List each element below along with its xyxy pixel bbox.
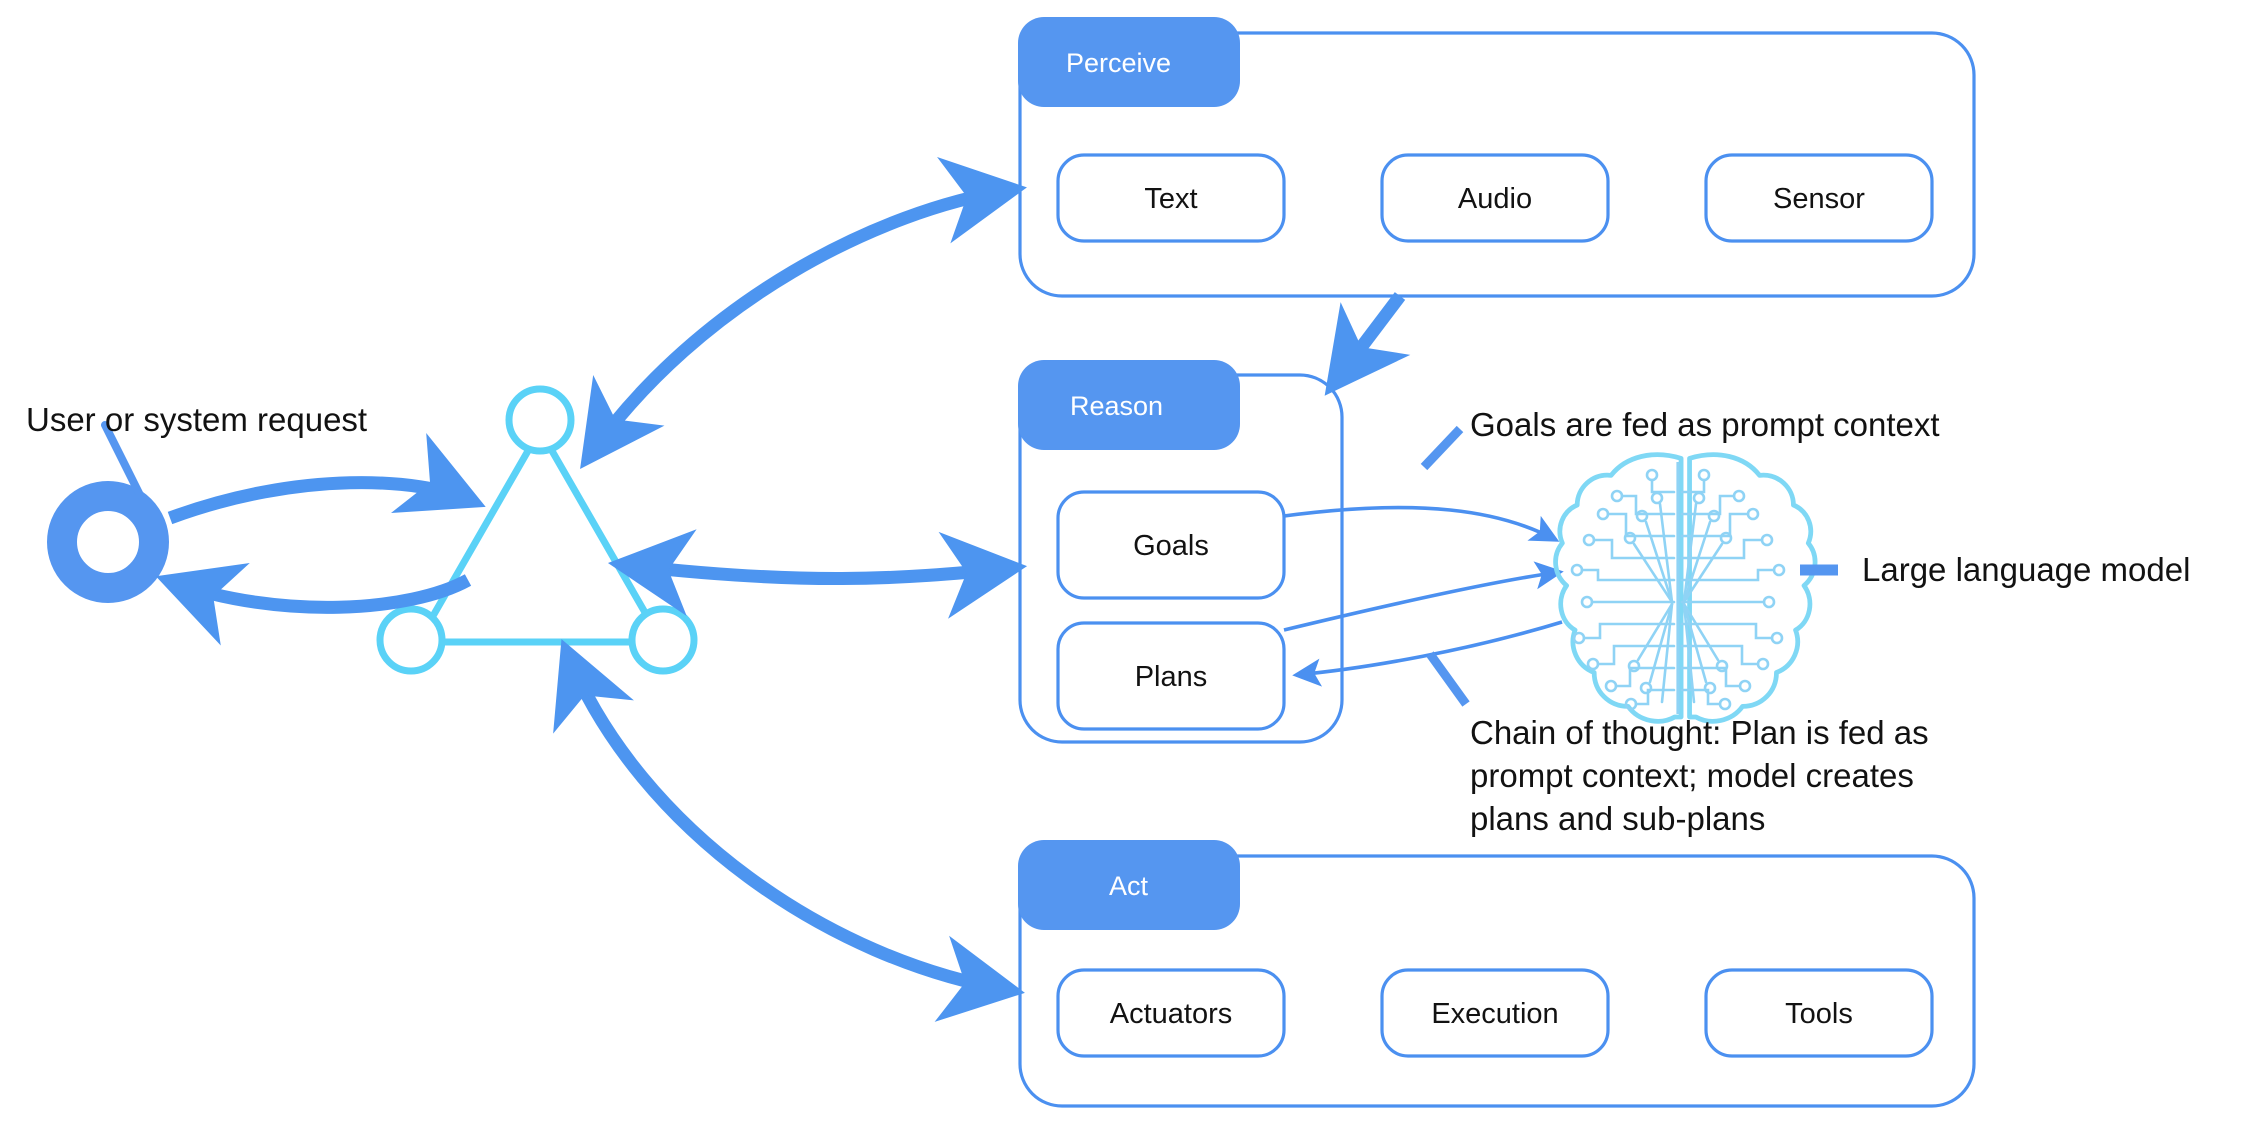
act-chip-label-execution: Execution xyxy=(1431,998,1559,1030)
reason-chip-plans[interactable] xyxy=(1056,621,1286,731)
act-chip-label-tools: Tools xyxy=(1785,998,1853,1030)
act-chip-tools[interactable] xyxy=(1704,968,1934,1058)
arrow-perceive-to-reason xyxy=(1324,292,1411,396)
act-header-label: Act xyxy=(1109,871,1149,901)
reason-chip-label-plans: Plans xyxy=(1134,661,1208,693)
request-leader-line xyxy=(101,421,144,499)
arrow-agent-act xyxy=(553,639,1025,1022)
reason-chip-label-goals: Goals xyxy=(1133,530,1209,562)
perceive-chip-text[interactable] xyxy=(1056,153,1286,243)
triangle-node-bottom-left[interactable] xyxy=(376,605,446,675)
perceive-chip-label-sensor: Sensor xyxy=(1773,183,1865,215)
cot-note-line-1: Chain of thought: Plan is fed as xyxy=(1470,714,1929,751)
arrow-brain-to-plans xyxy=(1292,620,1563,687)
agent-triangle[interactable] xyxy=(376,385,698,675)
perceive-header-pill[interactable] xyxy=(1018,17,1240,107)
cot-note-leader-line xyxy=(1426,651,1470,707)
arrow-goals-to-brain xyxy=(1283,505,1560,542)
arrow-agent-to-request xyxy=(155,563,472,646)
reason-header-pill[interactable] xyxy=(1018,360,1240,450)
perceive-chip-label-audio: Audio xyxy=(1457,183,1533,215)
act-chip-label-actuators: Actuators xyxy=(1109,998,1233,1030)
user-request-label: User or system request xyxy=(26,401,368,438)
reason-header-label: Reason xyxy=(1070,391,1164,421)
llm-legend-label: Large language model xyxy=(1862,551,2191,588)
goals-note-leader-line xyxy=(1420,425,1464,471)
act-header-pill[interactable] xyxy=(1018,840,1240,930)
arrow-agent-perceive xyxy=(580,157,1027,469)
perceive-chip-audio[interactable] xyxy=(1380,153,1610,243)
perceive-chip-label-text: Text xyxy=(1144,183,1198,215)
brain-circuit-icon xyxy=(1553,452,1818,724)
cot-note-line-2: prompt context; model creates xyxy=(1470,757,1914,794)
act-chip-actuators[interactable] xyxy=(1056,968,1286,1058)
goals-note-label: Goals are fed as prompt context xyxy=(1470,406,1940,443)
act-chip-execution[interactable] xyxy=(1380,968,1610,1058)
arrow-agent-reason xyxy=(607,529,1028,619)
perceive-chip-sensor[interactable] xyxy=(1704,153,1934,243)
cot-note-line-3: plans and sub-plans xyxy=(1470,800,1766,837)
triangle-node-bottom-right[interactable] xyxy=(628,605,698,675)
reason-chip-goals[interactable] xyxy=(1056,490,1286,600)
arrow-plans-to-brain xyxy=(1283,561,1564,632)
user-request-node[interactable] xyxy=(47,481,169,603)
arrow-request-to-agent xyxy=(167,433,486,525)
perceive-header-label: Perceive xyxy=(1066,48,1172,78)
triangle-node-top[interactable] xyxy=(505,385,575,455)
